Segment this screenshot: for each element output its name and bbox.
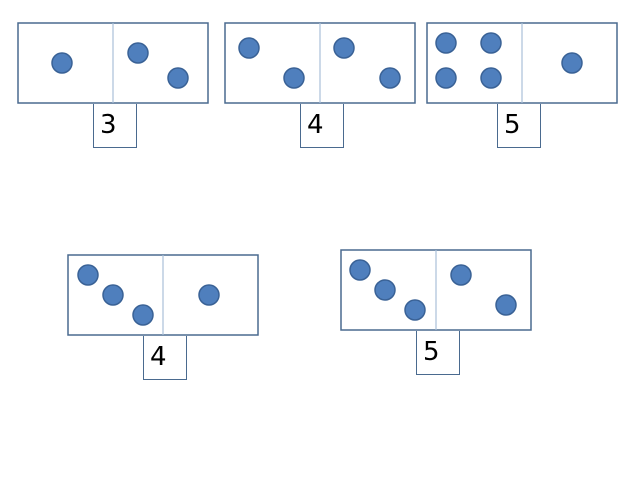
dot	[238, 37, 260, 59]
dot	[51, 52, 73, 74]
dot	[333, 37, 355, 59]
dot	[379, 67, 401, 89]
dot	[77, 264, 99, 286]
dot	[561, 52, 583, 74]
count-label: 3	[100, 110, 117, 140]
count-label: 4	[150, 342, 167, 372]
count-label: 4	[307, 110, 324, 140]
dot	[132, 304, 154, 326]
count-label: 5	[504, 110, 521, 140]
count-label-box: 4	[143, 336, 187, 380]
dot	[480, 67, 502, 89]
dot	[127, 42, 149, 64]
domino-tile	[426, 22, 618, 104]
dot	[404, 299, 426, 321]
domino-tile	[224, 22, 416, 104]
dot	[450, 264, 472, 286]
count-label: 5	[423, 337, 440, 367]
count-label-box: 3	[93, 104, 137, 148]
dot	[198, 284, 220, 306]
dot	[349, 259, 371, 281]
dot	[374, 279, 396, 301]
dot	[102, 284, 124, 306]
dot	[495, 294, 517, 316]
count-label-box: 4	[300, 104, 344, 148]
dot	[435, 32, 457, 54]
domino-tile	[17, 22, 209, 104]
count-label-box: 5	[497, 104, 541, 148]
count-label-box: 5	[416, 331, 460, 375]
domino-tile	[340, 249, 532, 331]
dot	[480, 32, 502, 54]
dot	[283, 67, 305, 89]
dot	[167, 67, 189, 89]
domino-tile	[67, 254, 259, 336]
dot	[435, 67, 457, 89]
